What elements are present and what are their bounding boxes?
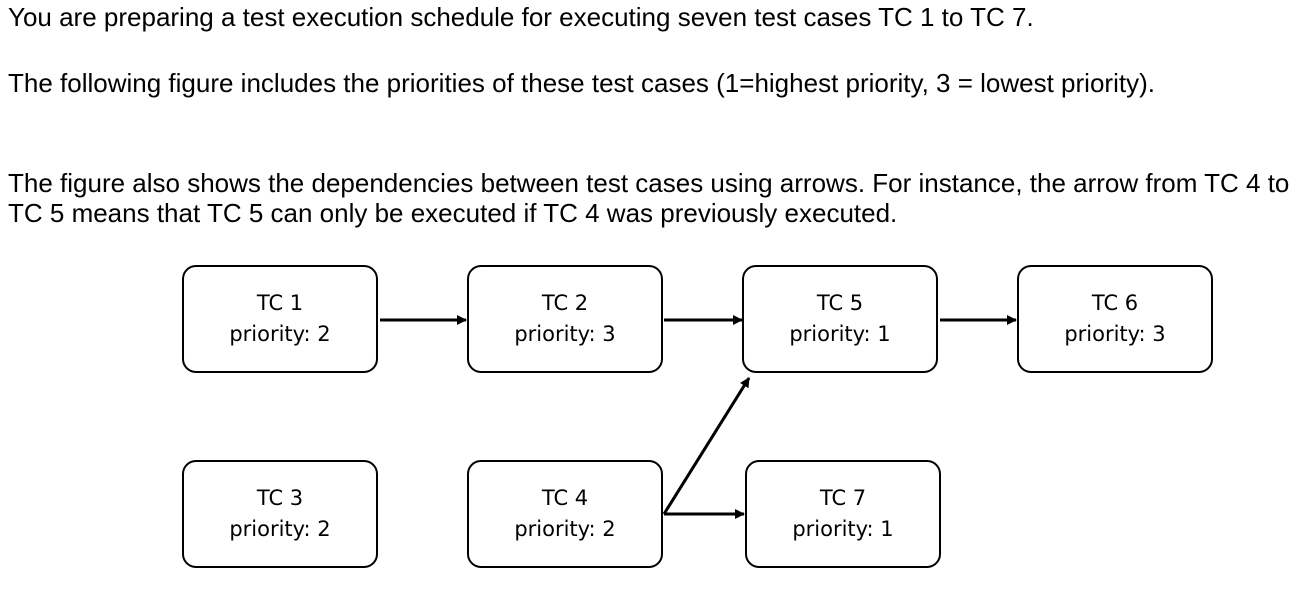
- node-tc4-name: TC 4: [541, 486, 589, 510]
- node-tc1-priority: priority: 2: [229, 322, 331, 346]
- node-tc5-priority: priority: 1: [789, 322, 891, 346]
- node-tc7-priority: priority: 1: [792, 517, 894, 541]
- arrow-tc4-to-tc5: [662, 377, 751, 515]
- node-tc2-name: TC 2: [541, 291, 589, 315]
- node-tc2-priority: priority: 3: [514, 322, 616, 346]
- node-tc3: TC 3 priority: 2: [182, 460, 378, 568]
- node-tc7-name: TC 7: [819, 486, 867, 510]
- node-tc4: TC 4 priority: 2: [467, 460, 663, 568]
- node-tc1-name: TC 1: [256, 291, 304, 315]
- node-tc3-priority: priority: 2: [229, 517, 331, 541]
- node-tc6-name: TC 6: [1091, 291, 1139, 315]
- node-tc1: TC 1 priority: 2: [182, 265, 378, 373]
- node-tc6-priority: priority: 3: [1064, 322, 1166, 346]
- question-paragraph-3: The figure also shows the dependencies b…: [8, 168, 1290, 228]
- node-tc3-name: TC 3: [256, 486, 304, 510]
- node-tc5: TC 5 priority: 1: [742, 265, 938, 373]
- question-paragraph-1: You are preparing a test execution sched…: [8, 2, 1034, 32]
- node-tc5-name: TC 5: [816, 291, 864, 315]
- node-tc6: TC 6 priority: 3: [1017, 265, 1213, 373]
- question-paragraph-2: The following figure includes the priori…: [8, 68, 1155, 98]
- node-tc4-priority: priority: 2: [514, 517, 616, 541]
- node-tc2: TC 2 priority: 3: [467, 265, 663, 373]
- node-tc7: TC 7 priority: 1: [745, 460, 941, 568]
